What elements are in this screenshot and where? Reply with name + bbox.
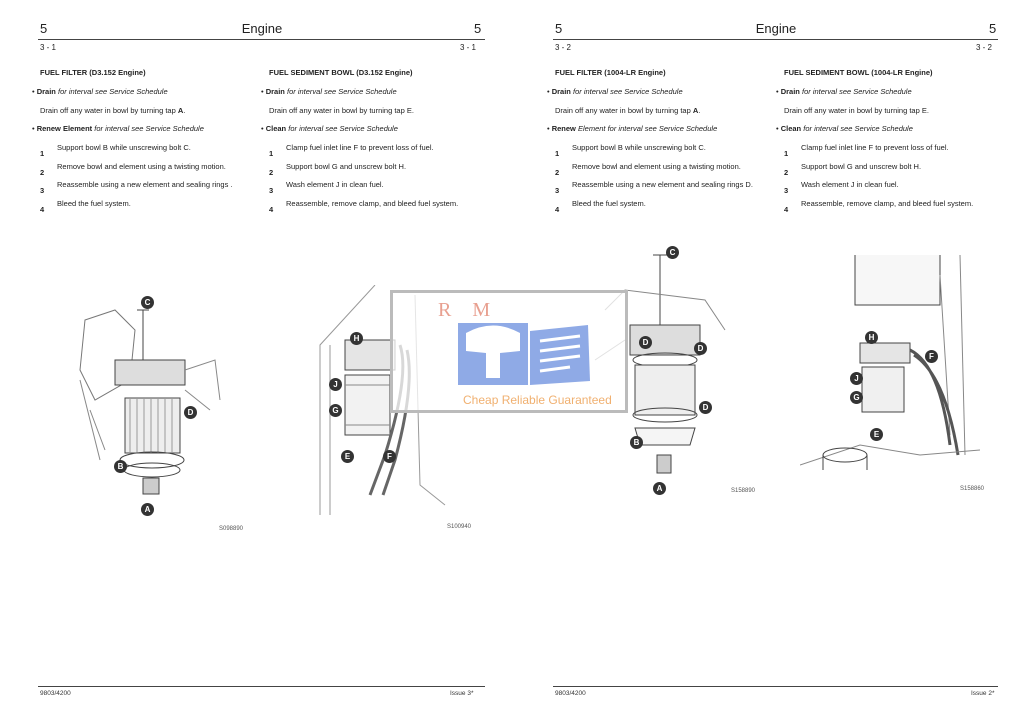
callout-a: A xyxy=(141,503,154,516)
callout-f: F xyxy=(925,350,938,363)
page-number: 3 - 2 xyxy=(976,43,993,52)
section-number: 5 xyxy=(474,21,482,36)
callout-g: G xyxy=(329,404,342,417)
callout-d: D xyxy=(184,406,197,419)
callout-f: F xyxy=(383,450,396,463)
callout-h: H xyxy=(865,331,878,344)
drain-instruction: Drain off any water in bowl by turning t… xyxy=(269,106,414,115)
callout-d: D xyxy=(639,336,652,349)
callout-c: C xyxy=(141,296,154,309)
section-number: 5 xyxy=(40,21,48,36)
watermark-logo-text: R M xyxy=(438,299,499,321)
figure-code: S158860 xyxy=(960,486,985,492)
bullet-renew: • Renew Element for interval see Service… xyxy=(32,124,204,133)
footer-issue: Issue 3* xyxy=(450,690,474,697)
callout-d: D xyxy=(699,401,712,414)
section-heading: FUEL FILTER (1004-LR Engine) xyxy=(555,68,666,77)
footer-doc-number: 9803/4200 xyxy=(40,690,71,697)
callout-b: B xyxy=(630,436,643,449)
callout-c: C xyxy=(666,246,679,259)
header-rule xyxy=(553,39,998,40)
callout-g: G xyxy=(850,391,863,404)
bullet-renew: • Renew Element for interval see Service… xyxy=(547,124,718,133)
fuel-filter-illustration xyxy=(79,309,221,495)
watermark-logo: R M Cheap Reliable Guaranteed xyxy=(390,290,628,413)
section-number: 5 xyxy=(989,21,997,36)
callout-d: D xyxy=(694,342,707,355)
bullet-drain: • Drain for interval see Service Schedul… xyxy=(776,87,912,96)
figure-code: S100940 xyxy=(447,524,472,530)
section-heading: FUEL SEDIMENT BOWL (1004-LR Engine) xyxy=(784,68,933,77)
callout-b: B xyxy=(114,460,127,473)
drain-instruction: Drain off any water in bowl by turning t… xyxy=(40,106,186,115)
footer-rule xyxy=(553,686,998,687)
footer-doc-number: 9803/4200 xyxy=(555,690,586,697)
callout-j: J xyxy=(329,378,342,391)
fuel-filter-illustration xyxy=(594,254,726,474)
section-heading: FUEL FILTER (D3.152 Engine) xyxy=(40,68,146,77)
figure-code: S098890 xyxy=(219,526,244,532)
callout-j: J xyxy=(850,372,863,385)
bullet-clean: • Clean for interval see Service Schedul… xyxy=(261,124,398,133)
page-number: 3 - 1 xyxy=(40,43,57,52)
page-number: 3 - 2 xyxy=(555,43,572,52)
footer-rule xyxy=(38,686,485,687)
callout-e: E xyxy=(341,450,354,463)
figure-code: S158890 xyxy=(731,488,756,494)
drain-instruction: Drain off any water in bowl by turning t… xyxy=(555,106,701,115)
section-heading: FUEL SEDIMENT BOWL (D3.152 Engine) xyxy=(269,68,413,77)
wrench-document-icon xyxy=(458,323,590,385)
header-rule xyxy=(38,39,485,40)
bullet-drain: • Drain for interval see Service Schedul… xyxy=(32,87,168,96)
bullet-drain: • Drain for interval see Service Schedul… xyxy=(261,87,397,96)
watermark-tagline: Cheap Reliable Guaranteed xyxy=(463,393,612,407)
page-number: 3 - 1 xyxy=(460,43,477,52)
bullet-drain: • Drain for interval see Service Schedul… xyxy=(547,87,683,96)
sediment-bowl-illustration xyxy=(800,255,980,470)
callout-e: E xyxy=(870,428,883,441)
page-title: Engine xyxy=(241,21,283,36)
callout-h: H xyxy=(350,332,363,345)
page-title: Engine xyxy=(755,21,797,36)
footer-issue: Issue 2* xyxy=(971,690,995,697)
callout-a: A xyxy=(653,482,666,495)
bullet-clean: • Clean for interval see Service Schedul… xyxy=(776,124,913,133)
section-number: 5 xyxy=(555,21,563,36)
drain-instruction: Drain off any water in bowl by turning t… xyxy=(784,106,929,115)
